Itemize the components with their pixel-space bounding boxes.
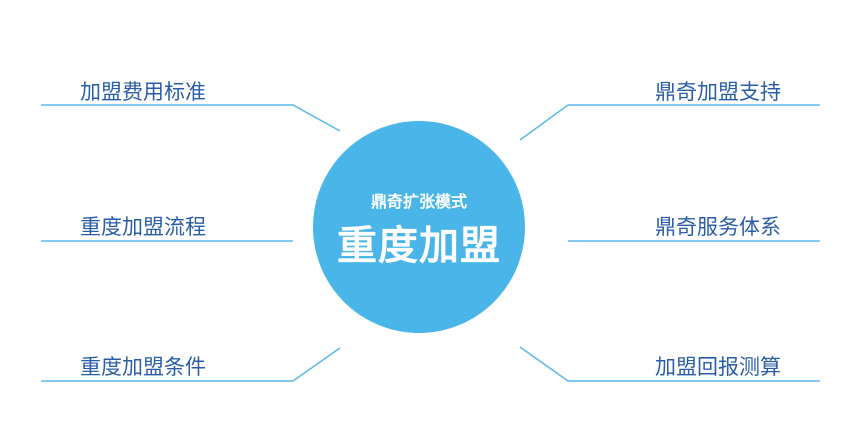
left-item-conditions: 重度加盟条件: [80, 355, 206, 379]
left-item-fee-standard: 加盟费用标准: [80, 80, 206, 104]
center-subtitle: 鼎奇扩张模式: [370, 192, 467, 211]
right-item-service-system: 鼎奇服务体系: [655, 215, 781, 239]
center-circle: 鼎奇扩张模式 重度加盟: [313, 121, 525, 333]
center-title: 重度加盟: [337, 223, 501, 269]
connector-left-bottom: [41, 347, 341, 382]
connector-right-top: [519, 104, 820, 141]
connector-left-top: [41, 104, 341, 132]
left-item-process: 重度加盟流程: [80, 215, 206, 239]
connector-right-bottom: [519, 346, 820, 382]
right-item-return-estimate: 加盟回报测算: [655, 355, 781, 379]
right-item-support: 鼎奇加盟支持: [655, 80, 781, 104]
